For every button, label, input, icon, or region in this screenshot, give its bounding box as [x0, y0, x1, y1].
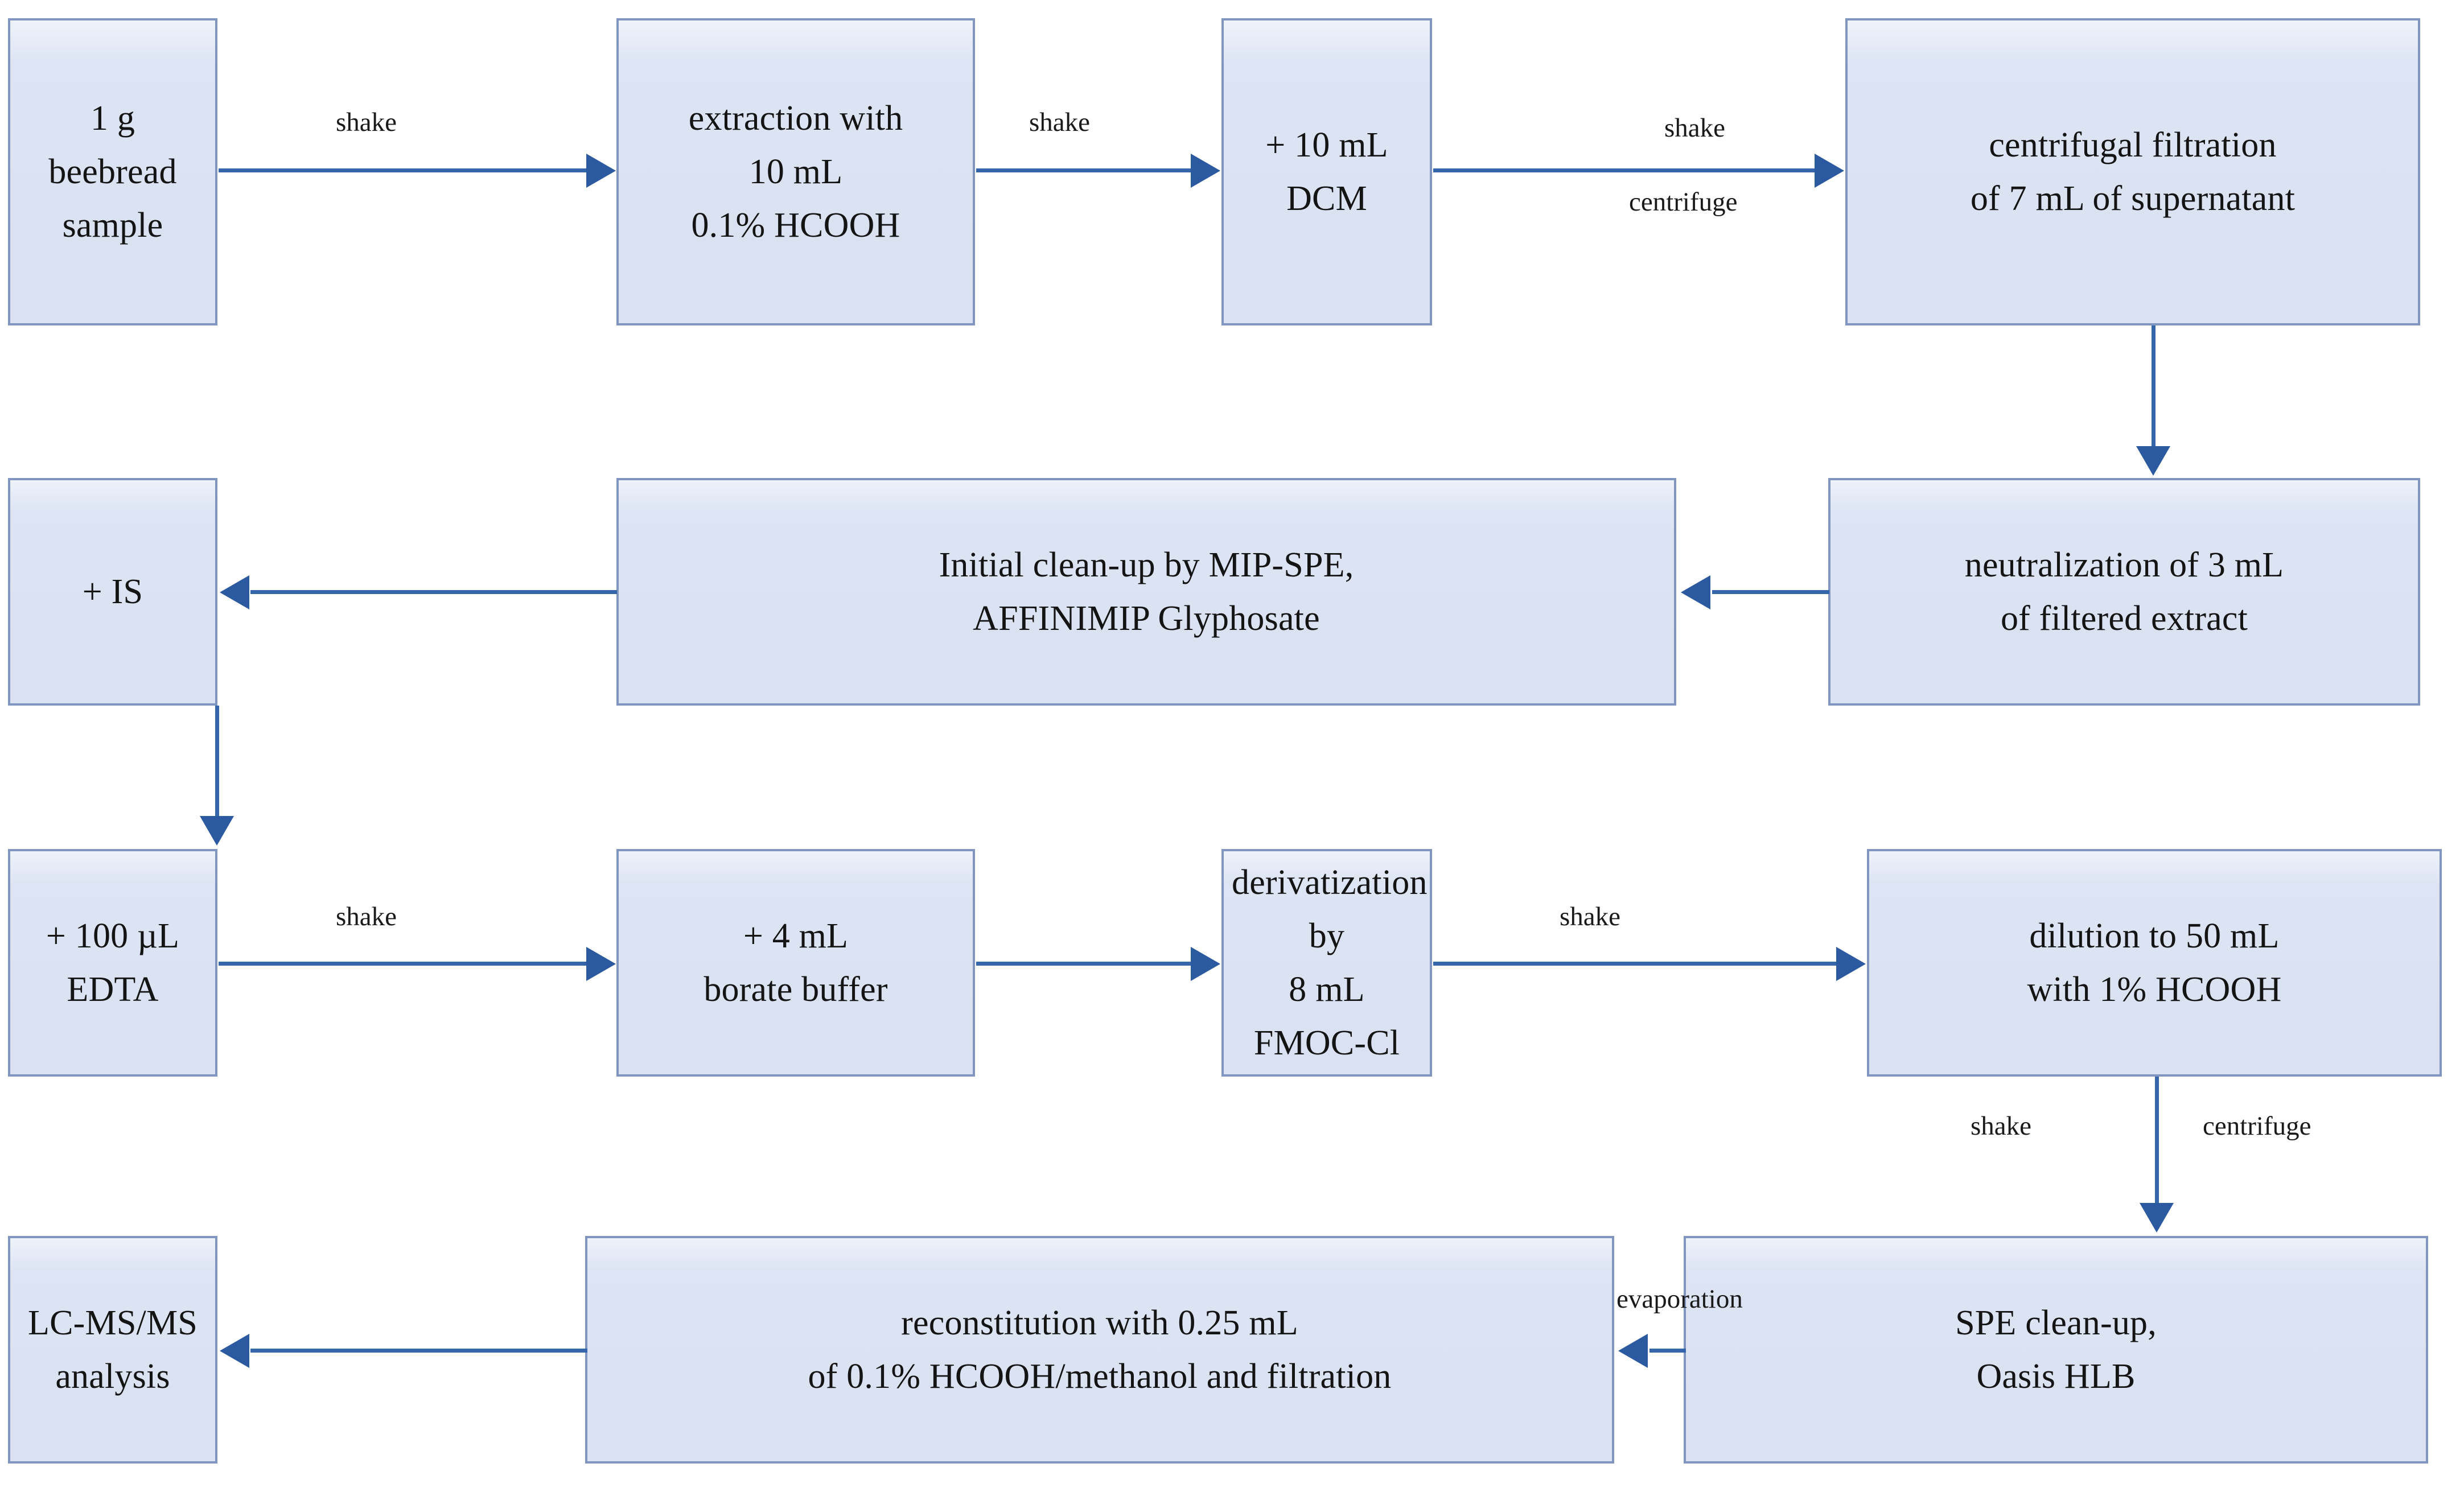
edge-6-line [250, 590, 617, 594]
node-10-line-2: 8 mL FMOC-Cl [1253, 970, 1400, 1063]
node-10-line-1: derivatization by [1232, 863, 1428, 955]
node-3-line-1: + 10 mL DCM [1265, 125, 1388, 218]
edge-5-arrowhead [1681, 575, 1710, 609]
edge-7-line [215, 706, 219, 819]
edge-11-label-left: shake [1971, 1111, 2032, 1141]
edge-1-arrowhead [586, 154, 616, 188]
node-5-line-2: of filtered extract [2000, 599, 2248, 638]
node-12-line-2: Oasis HLB [1976, 1357, 2136, 1396]
edge-8-label: shake [336, 902, 397, 931]
node-derivatization-fmoc-cl: derivatization by 8 mL FMOC-Cl [1221, 849, 1432, 1077]
node-1g-beebread-sample: 1 g beebread sample [8, 18, 217, 325]
edge-3-label-top: shake [1664, 113, 1726, 143]
node-9-line-2: borate buffer [704, 970, 888, 1009]
node-6-text: Initial clean-up by MIP-SPE, AFFINIMIP G… [627, 538, 1666, 645]
edge-3-label-bottom: centrifuge [1629, 187, 1738, 217]
edge-3-line [1433, 168, 1816, 172]
node-13-text: reconstitution with 0.25 mL of 0.1% HCOO… [595, 1296, 1604, 1403]
node-4-line-2: of 7 mL of supernatant [1970, 179, 2296, 218]
edge-10-line [1433, 962, 1837, 966]
node-2-line-3: 0.1% HCOOH [691, 206, 900, 245]
edge-12-label: evaporation [1616, 1284, 1743, 1314]
edge-8-line [219, 962, 587, 966]
edge-11-line [2155, 1077, 2159, 1206]
node-1-text: 1 g beebread sample [18, 92, 207, 253]
node-lc-ms-ms-analysis: LC-MS/MS analysis [8, 1236, 217, 1464]
edge-4-line [2152, 325, 2156, 450]
edge-1-label: shake [336, 108, 397, 137]
node-14-line-1: LC-MS/MS [28, 1303, 198, 1342]
node-1-line-3: sample [62, 206, 163, 245]
node-add-dcm: + 10 mL DCM [1221, 18, 1432, 325]
node-9-text: + 4 mL borate buffer [627, 909, 965, 1016]
edge-8-arrowhead [586, 947, 616, 981]
edge-11-label-right: centrifuge [2203, 1111, 2311, 1141]
edge-2-line [976, 168, 1192, 172]
node-1-line-2: beebread [48, 152, 177, 191]
node-5-line-1: neutralization of 3 mL [1964, 545, 2284, 584]
node-dilution-50ml: dilution to 50 mL with 1% HCOOH [1867, 849, 2442, 1077]
node-8-line-1: + 100 µL [46, 916, 180, 955]
edge-10-arrowhead [1836, 947, 1866, 981]
node-mip-spe-cleanup: Initial clean-up by MIP-SPE, AFFINIMIP G… [616, 478, 1676, 706]
node-borate-buffer: + 4 mL borate buffer [616, 849, 975, 1077]
edge-5-line [1712, 590, 1829, 594]
node-6-line-1: Initial clean-up by MIP-SPE, [939, 545, 1354, 584]
node-6-line-2: AFFINIMIP Glyphosate [973, 599, 1320, 638]
node-2-text: extraction with 10 mL 0.1% HCOOH [627, 92, 965, 253]
node-add-is: + IS [8, 478, 217, 706]
node-centrifugal-filtration: centrifugal filtration of 7 mL of supern… [1845, 18, 2420, 325]
node-10-text: derivatization by 8 mL FMOC-Cl [1232, 856, 1428, 1070]
node-11-line-1: dilution to 50 mL [2029, 916, 2280, 955]
edge-13-line [250, 1349, 587, 1353]
edge-2-label: shake [1029, 108, 1091, 137]
node-7-text: + IS [18, 565, 207, 619]
node-reconstitution-filtration: reconstitution with 0.25 mL of 0.1% HCOO… [585, 1236, 1614, 1464]
edge-1-line [219, 168, 587, 172]
node-extraction-hcooh: extraction with 10 mL 0.1% HCOOH [616, 18, 975, 325]
node-1-line-1: 1 g [90, 98, 135, 138]
edge-12-arrowhead [1618, 1334, 1648, 1368]
node-11-line-2: with 1% HCOOH [2027, 970, 2282, 1009]
node-4-line-1: centrifugal filtration [1989, 125, 2277, 164]
node-3-text: + 10 mL DCM [1232, 118, 1422, 225]
node-neutralization: neutralization of 3 mL of filtered extra… [1828, 478, 2420, 706]
node-8-text: + 100 µL EDTA [18, 909, 207, 1016]
node-2-line-1: extraction with [688, 98, 903, 138]
node-9-line-1: + 4 mL [743, 916, 849, 955]
node-13-line-1: reconstitution with 0.25 mL [901, 1303, 1298, 1342]
edge-11-arrowhead [2140, 1203, 2174, 1233]
node-7-line-1: + IS [82, 572, 143, 611]
node-14-line-2: analysis [55, 1357, 170, 1396]
node-13-line-2: of 0.1% HCOOH/methanol and filtration [808, 1357, 1392, 1396]
node-4-text: centrifugal filtration of 7 mL of supern… [1856, 118, 2410, 225]
edge-7-arrowhead [200, 816, 234, 846]
edge-6-arrowhead [220, 575, 249, 609]
edge-9-line [976, 962, 1192, 966]
edge-10-label: shake [1560, 902, 1621, 931]
node-spe-cleanup-oasis-hlb: SPE clean-up, Oasis HLB [1684, 1236, 2428, 1464]
edge-13-arrowhead [220, 1334, 249, 1368]
edge-4-arrowhead [2136, 446, 2170, 476]
edge-12-line [1649, 1349, 1686, 1353]
node-14-text: LC-MS/MS analysis [18, 1296, 207, 1403]
edge-9-arrowhead [1191, 947, 1220, 981]
node-add-edta: + 100 µL EDTA [8, 849, 217, 1077]
node-8-line-2: EDTA [67, 970, 159, 1009]
node-12-line-1: SPE clean-up, [1955, 1303, 2157, 1342]
edge-3-arrowhead [1815, 154, 1844, 188]
node-2-line-2: 10 mL [748, 152, 843, 191]
node-11-text: dilution to 50 mL with 1% HCOOH [1877, 909, 2432, 1016]
node-12-text: SPE clean-up, Oasis HLB [1694, 1296, 2418, 1403]
edge-2-arrowhead [1191, 154, 1220, 188]
node-5-text: neutralization of 3 mL of filtered extra… [1838, 538, 2410, 645]
